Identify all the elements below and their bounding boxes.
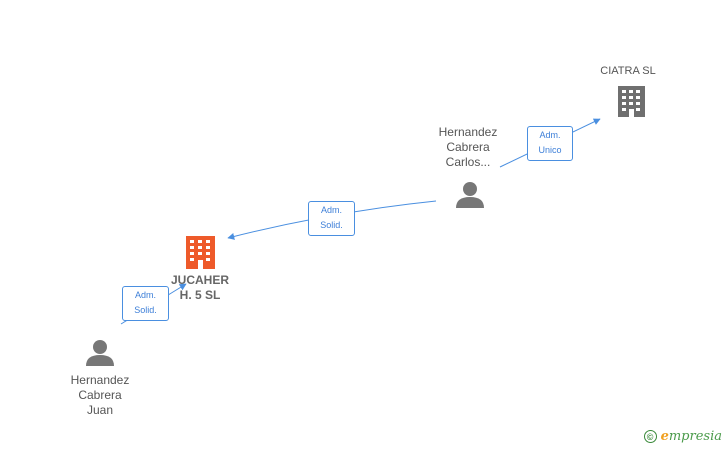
edge-label-line: Unico xyxy=(538,145,562,155)
edge-label-juan-jucaher[interactable]: Adm. Solid. xyxy=(122,286,169,321)
edge-label-line: Adm. xyxy=(539,130,561,140)
edge-label-line: Solid. xyxy=(134,305,157,315)
edge-label-line: Adm. xyxy=(320,205,342,215)
person-icon-juan[interactable] xyxy=(86,340,114,366)
node-label-juan[interactable]: Hernandez Cabrera Juan xyxy=(56,373,144,418)
brand-name: empresia xyxy=(661,429,722,444)
node-label-line: Hernandez xyxy=(438,125,498,139)
node-label-line: H. 5 SL xyxy=(179,288,221,302)
edge-label-line: Adm. xyxy=(134,290,156,300)
node-label-jucaher[interactable]: JUCAHER H. 5 SL xyxy=(160,273,240,303)
edge-label-carlos-jucaher[interactable]: Adm. Solid. xyxy=(308,201,355,236)
node-label-line: Carlos... xyxy=(445,155,491,169)
node-label-line: JUCAHER xyxy=(170,273,229,287)
node-label-line: Cabrera xyxy=(78,388,122,402)
brand-watermark: © empresia xyxy=(643,429,722,444)
node-label-line: Hernandez xyxy=(70,373,130,387)
node-label-ciatra[interactable]: CIATRA SL xyxy=(590,64,666,79)
edge-label-carlos-ciatra[interactable]: Adm. Unico xyxy=(527,126,573,161)
copyright-icon: © xyxy=(643,430,657,443)
building-icon-jucaher[interactable] xyxy=(186,236,215,269)
building-icon-ciatra[interactable] xyxy=(618,86,645,117)
brand-name-initial: e xyxy=(660,429,669,444)
person-icon-carlos[interactable] xyxy=(456,182,484,208)
node-label-carlos[interactable]: Hernandez Cabrera Carlos... xyxy=(422,125,514,170)
edge-label-line: Solid. xyxy=(320,220,343,230)
node-label-line: Juan xyxy=(86,403,114,417)
node-label-line: CIATRA SL xyxy=(600,65,656,77)
brand-name-rest: mpresia xyxy=(668,429,722,444)
node-label-line: Cabrera xyxy=(446,140,490,154)
